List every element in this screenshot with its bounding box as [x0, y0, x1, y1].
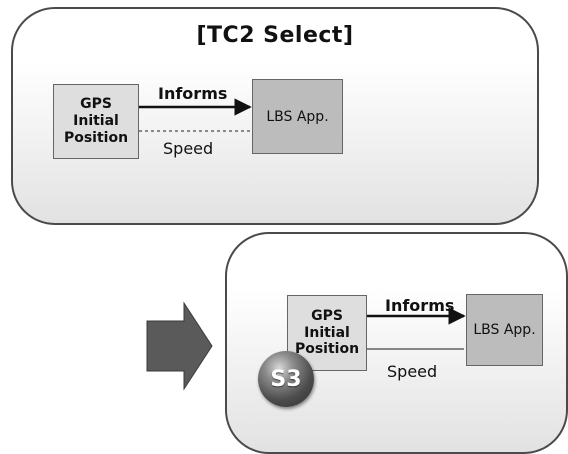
right-arrow-icon [146, 301, 213, 391]
gps-box-line-2: Initial [304, 324, 350, 341]
speed-label: Speed [387, 362, 438, 381]
gps-box-line-3: Position [63, 129, 129, 146]
gps-box-line-1: GPS [80, 96, 112, 113]
lbs-box-label: LBS App. [473, 322, 536, 338]
lbs-box-label: LBS App. [266, 108, 329, 125]
s3-sphere-icon: S3 [258, 351, 314, 407]
speed-label: Speed [163, 139, 214, 158]
badge-label: S3 [270, 366, 302, 392]
gps-initial-position-box: GPS Initial Position [53, 84, 139, 159]
panel-title: [TC2 Select] [196, 23, 354, 48]
gps-box-line-3: Position [294, 341, 360, 358]
gps-box-line-1: GPS [311, 307, 343, 324]
lbs-app-box: LBS App. [466, 294, 543, 366]
gps-box-line-2: Initial [73, 113, 119, 130]
informs-label: Informs [158, 84, 228, 103]
lbs-app-box: LBS App. [252, 79, 343, 154]
informs-label: Informs [385, 296, 455, 315]
